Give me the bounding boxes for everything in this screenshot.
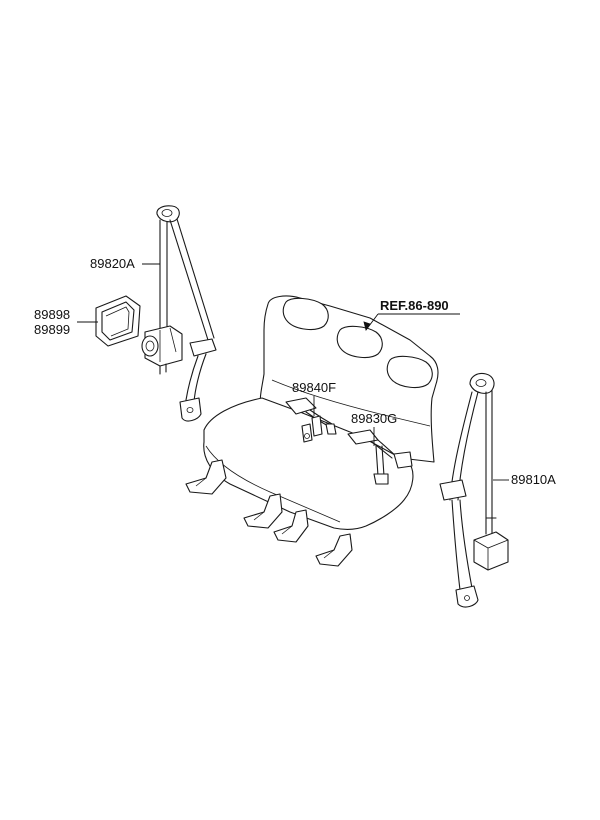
callouts: 89820A 89898 89899 REF.86-890 89840F 898… <box>34 256 556 487</box>
label-89830G: 89830G <box>351 411 397 426</box>
left-seat-belt-assembly <box>141 205 217 422</box>
buckle-89830G <box>347 429 413 485</box>
seat-cushion <box>185 397 414 567</box>
belt-cover-part <box>95 295 141 347</box>
buckle-89840F <box>285 397 337 443</box>
label-89820A: 89820A <box>90 256 135 271</box>
label-89899: 89899 <box>34 322 70 337</box>
label-89810A: 89810A <box>511 472 556 487</box>
right-seat-belt-assembly <box>439 372 509 608</box>
label-89898: 89898 <box>34 307 70 322</box>
label-89840F: 89840F <box>292 380 336 395</box>
label-reference: REF.86-890 <box>380 298 449 313</box>
